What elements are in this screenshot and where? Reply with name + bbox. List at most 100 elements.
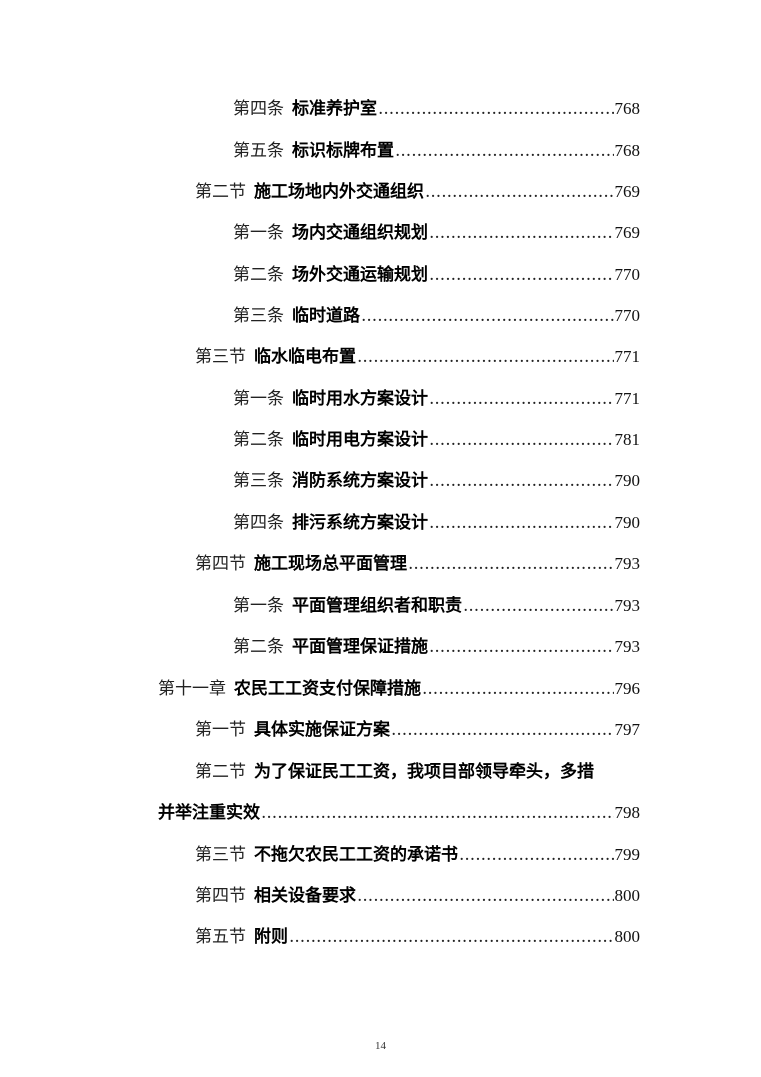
toc-entry-title: 施工现场总平面管理 — [254, 554, 407, 574]
toc-entry[interactable]: 第二条 临时用电方案设计 781 — [0, 428, 761, 458]
toc-entry-title: 附则 — [254, 927, 288, 947]
toc-entry-title: 标识标牌布置 — [292, 141, 394, 161]
toc-entry-title: 消防系统方案设计 — [292, 471, 428, 491]
dot-leader — [408, 552, 614, 576]
toc-entry[interactable]: 第四节 相关设备要求 800 — [0, 884, 761, 914]
toc-entry-page: 769 — [614, 182, 641, 201]
dot-leader — [425, 180, 614, 204]
dot-leader — [429, 511, 614, 535]
toc-entry-number: 第三节 — [195, 845, 246, 865]
toc-entry-title: 具体实施保证方案 — [254, 720, 390, 740]
toc-entry[interactable]: 第四节 施工现场总平面管理 793 — [0, 552, 761, 582]
toc-entry-title: 场外交通运输规划 — [292, 265, 428, 285]
dot-leader — [357, 884, 614, 908]
dot-leader — [429, 221, 614, 245]
toc-entry-page: 770 — [614, 265, 641, 284]
toc-entry-number: 第二条 — [233, 430, 284, 450]
toc-entry-number: 第四节 — [195, 554, 246, 574]
toc-entry-number: 第三条 — [233, 306, 284, 326]
dot-leader — [429, 428, 614, 452]
toc-entry-number: 第一节 — [195, 720, 246, 740]
toc-entry-title: 临时道路 — [292, 306, 360, 326]
toc-entry[interactable]: 第五条 标识标牌布置 768 — [0, 139, 761, 169]
toc-entry-number: 第三条 — [233, 471, 284, 491]
toc-entry-number: 第五条 — [233, 141, 284, 161]
toc-entry-page: 768 — [614, 141, 641, 160]
toc-entry-number: 第四节 — [195, 886, 246, 906]
toc-entry-page: 800 — [614, 886, 641, 905]
toc-entry-page: 793 — [614, 596, 641, 615]
toc-entry-page: 769 — [614, 223, 641, 242]
toc-entry-page: 768 — [614, 99, 641, 118]
dot-leader — [378, 97, 614, 121]
toc-entry-title: 平面管理保证措施 — [292, 637, 428, 657]
dot-leader — [463, 594, 614, 618]
toc-entry[interactable]: 第一条 平面管理组织者和职责 793 — [0, 594, 761, 624]
dot-leader — [429, 635, 614, 659]
dot-leader — [289, 925, 614, 949]
toc-entry-page: 790 — [614, 471, 641, 490]
toc-entry-page: 771 — [614, 389, 641, 408]
toc-entry[interactable]: 第一条 临时用水方案设计 771 — [0, 387, 761, 417]
toc-entry[interactable]: 第三节 不拖欠农民工工资的承诺书 799 — [0, 843, 761, 873]
toc-entry-page: 798 — [614, 803, 641, 822]
toc-entry-page: 771 — [614, 347, 641, 366]
toc-entry[interactable]: 第一条 场内交通组织规划 769 — [0, 221, 761, 251]
page-number: 14 — [375, 1040, 386, 1052]
toc-entry-number: 第十一章 — [158, 679, 226, 699]
toc-entry-title: 不拖欠农民工工资的承诺书 — [254, 845, 458, 865]
dot-leader — [429, 263, 614, 287]
toc-entry-number: 第二条 — [233, 265, 284, 285]
toc-entry-page: 770 — [614, 306, 641, 325]
dot-leader — [395, 139, 614, 163]
toc-entry[interactable]: 第四条 标准养护室 768 — [0, 97, 761, 127]
toc-entry-title: 农民工工资支付保障措施 — [234, 679, 421, 699]
toc-entry[interactable]: 第二条 平面管理保证措施 793 — [0, 635, 761, 665]
toc-entry[interactable]: 第三条 消防系统方案设计 790 — [0, 469, 761, 499]
toc-entry-number: 第二条 — [233, 637, 284, 657]
toc-entry[interactable]: 第二条 场外交通运输规划 770 — [0, 263, 761, 293]
toc-entry-page: 800 — [614, 927, 641, 946]
toc-entry-title: 临时用电方案设计 — [292, 430, 428, 450]
dot-leader — [459, 843, 614, 867]
toc-entry-page: 793 — [614, 554, 641, 573]
toc-entry-title: 标准养护室 — [292, 99, 377, 119]
dot-leader — [361, 304, 614, 328]
dot-leader — [391, 718, 614, 742]
toc-entry-page: 781 — [614, 430, 641, 449]
toc-entry[interactable]: 第二节 施工场地内外交通组织 769 — [0, 180, 761, 210]
toc-entry-title: 排污系统方案设计 — [292, 513, 428, 533]
toc-entry-number: 第四条 — [233, 99, 284, 119]
dot-leader — [357, 345, 614, 369]
toc-entry-title: 平面管理组织者和职责 — [292, 596, 462, 616]
toc-entry[interactable]: 第一节 具体实施保证方案 797 — [0, 718, 761, 748]
toc-entry[interactable]: 第五节 附则 800 — [0, 925, 761, 955]
toc-entry-number: 第二节 — [195, 182, 246, 202]
toc-entry-title: 相关设备要求 — [254, 886, 356, 906]
toc-entry[interactable]: 第三条 临时道路 770 — [0, 304, 761, 334]
dot-leader — [261, 801, 614, 825]
toc-entry-title: 施工场地内外交通组织 — [254, 182, 424, 202]
toc-entry-page: 796 — [614, 679, 641, 698]
toc-entry-number: 第一条 — [233, 223, 284, 243]
toc-entry-chapter[interactable]: 第十一章 农民工工资支付保障措施 796 — [0, 677, 761, 707]
dot-leader — [429, 469, 614, 493]
toc-entry-number: 第二节 — [195, 762, 246, 782]
dot-leader — [429, 387, 614, 411]
toc-entry-page: 797 — [614, 720, 641, 739]
dot-leader — [422, 677, 614, 701]
toc-entry-title: 临水临电布置 — [254, 347, 356, 367]
toc-entry-number: 第四条 — [233, 513, 284, 533]
toc-entry-page: 799 — [614, 845, 641, 864]
toc-entry-title: 场内交通组织规划 — [292, 223, 428, 243]
toc-entry-number: 第一条 — [233, 389, 284, 409]
toc-entry[interactable]: 第三节 临水临电布置 771 — [0, 345, 761, 375]
toc-entry-title-continuation: 并举注重实效 — [158, 803, 260, 823]
toc-entry-multiline[interactable]: 第二节 为了保证民工工资，我项目部领导牵头，多措 并举注重实效 798 — [0, 760, 761, 832]
toc-entry[interactable]: 第四条 排污系统方案设计 790 — [0, 511, 761, 541]
toc-entry-page: 790 — [614, 513, 641, 532]
toc-entry-page: 793 — [614, 637, 641, 656]
toc-entry-number: 第五节 — [195, 927, 246, 947]
toc-entry-number: 第一条 — [233, 596, 284, 616]
toc-entry-title: 为了保证民工工资，我项目部领导牵头，多措 — [254, 762, 594, 782]
